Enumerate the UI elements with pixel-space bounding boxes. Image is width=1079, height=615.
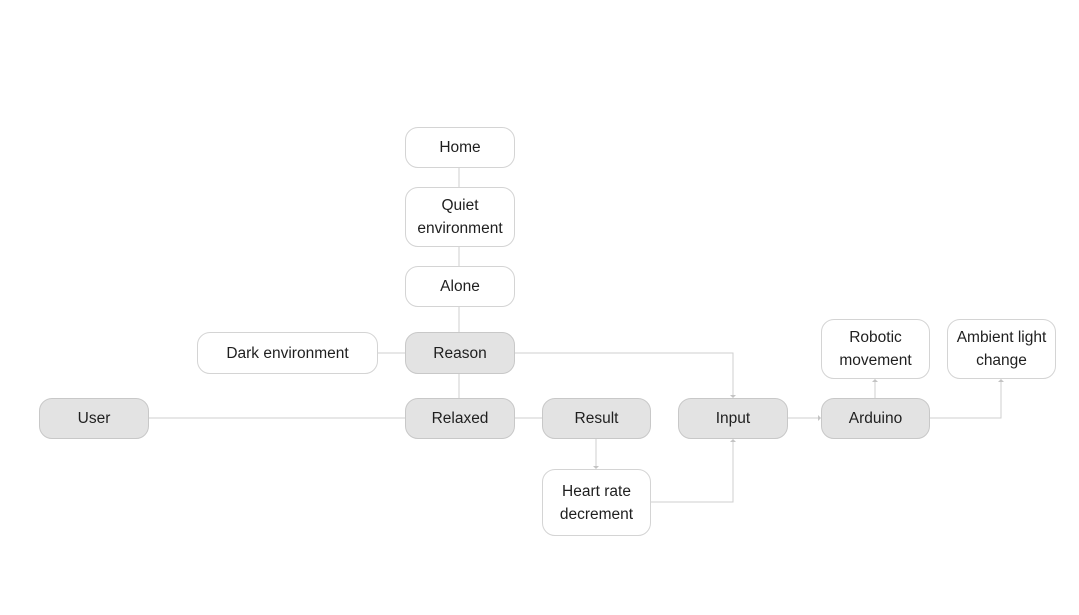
node-result: Result: [542, 398, 651, 439]
node-input: Input: [678, 398, 788, 439]
arrowhead-input-bottom: [730, 439, 736, 442]
node-alone: Alone: [405, 266, 515, 307]
node-dark-environment: Dark environment: [197, 332, 378, 374]
node-quiet-environment: Quiet environment: [405, 187, 515, 247]
node-arduino: Arduino: [821, 398, 930, 439]
arrowhead-input-top: [730, 395, 736, 398]
arrowhead-ambient: [998, 379, 1004, 382]
arrowhead-robotic: [872, 379, 878, 382]
node-reason: Reason: [405, 332, 515, 374]
node-robotic-movement: Robotic movement: [821, 319, 930, 379]
connector-heart-input: [651, 442, 734, 503]
node-user: User: [39, 398, 149, 439]
node-ambient-light-change: Ambient light change: [947, 319, 1056, 379]
connector-reason-input: [514, 352, 734, 395]
node-home: Home: [405, 127, 515, 168]
node-relaxed: Relaxed: [405, 398, 515, 439]
connector-arduino-ambient: [930, 382, 1002, 419]
arrowhead-arduino: [818, 415, 821, 421]
node-heart-rate-decrement: Heart rate decrement: [542, 469, 651, 536]
arrowhead-heart: [593, 466, 599, 469]
